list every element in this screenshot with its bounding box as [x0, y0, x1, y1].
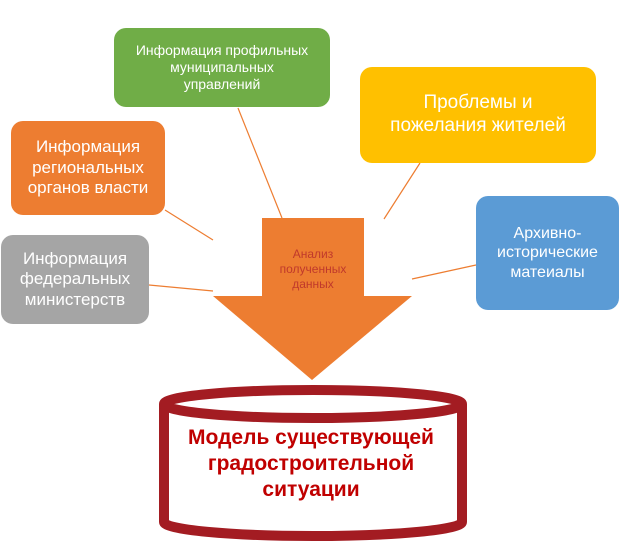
cylinder-shape	[159, 385, 467, 541]
federal-info-label: Информация федеральных министерств	[19, 248, 131, 309]
connector-residents	[383, 162, 421, 220]
residents-issues-label: Проблемы и пожелания жителей	[390, 92, 566, 136]
connector-regional	[164, 209, 214, 241]
municipal-info-box: Информация профильных муниципальных упра…	[114, 28, 330, 107]
archival-materials-label: Архивно- исторические матеиалы	[497, 225, 598, 281]
regional-info-box: Информация региональных органов власти	[11, 121, 165, 215]
arrow-label: Анализ полученных данных	[279, 247, 347, 291]
connector-archival	[411, 264, 477, 280]
municipal-info-label: Информация профильных муниципальных упра…	[135, 42, 309, 92]
down-arrow	[213, 218, 412, 380]
archival-materials-box: Архивно- исторические матеиалы	[476, 196, 619, 310]
connector-federal	[148, 284, 214, 292]
connector-municipal	[237, 107, 283, 219]
regional-info-label: Информация региональных органов власти	[27, 137, 149, 198]
federal-info-box: Информация федеральных министерств	[1, 235, 149, 324]
residents-issues-box: Проблемы и пожелания жителей	[360, 67, 596, 163]
cylinder-label: Модель существующей градостроительной си…	[188, 426, 434, 502]
